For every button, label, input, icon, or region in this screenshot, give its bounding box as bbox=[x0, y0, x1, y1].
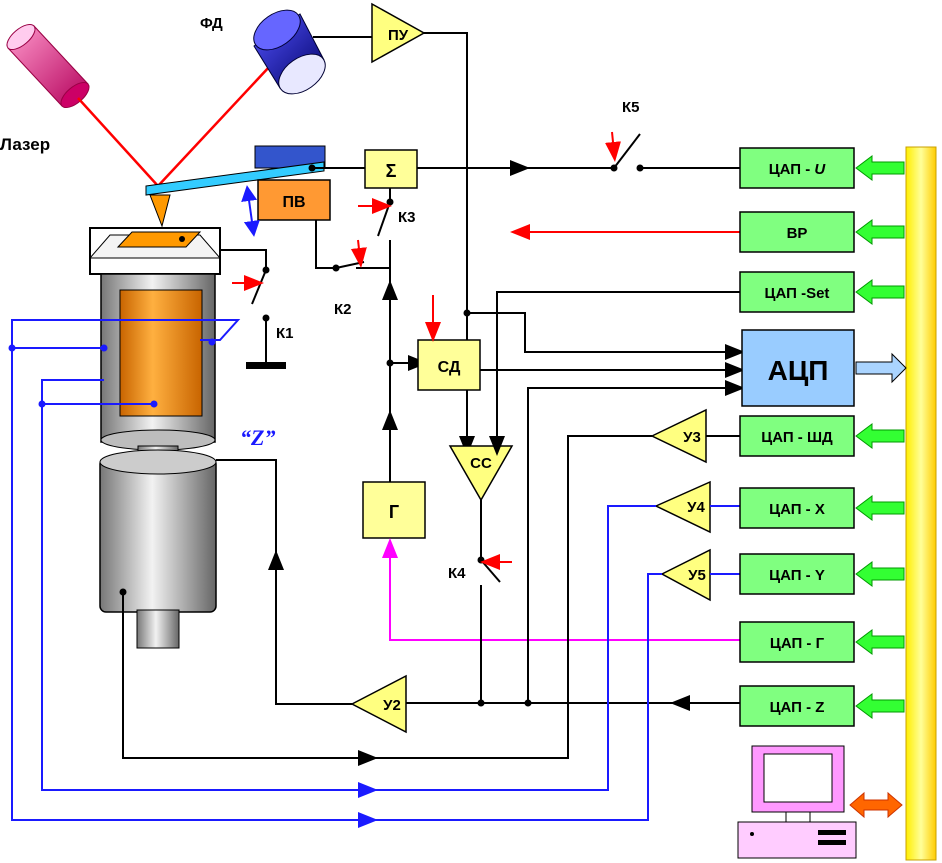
sum-label: Σ bbox=[386, 161, 397, 181]
sum-block bbox=[364, 149, 418, 189]
u2-label: У2 bbox=[383, 697, 401, 714]
dac-label-dac-x: ЦАП - X bbox=[769, 501, 825, 518]
dac-label-dac-set: ЦАП -Set bbox=[765, 285, 830, 302]
dac-box-dac-x: ЦАП - X bbox=[739, 487, 905, 529]
dac-box-dac-u: ЦАП - U bbox=[739, 147, 905, 189]
laser-label: Лазер bbox=[0, 135, 50, 154]
photodetector-label: ФД bbox=[200, 15, 223, 32]
k1-label: К1 bbox=[276, 325, 294, 342]
photodetector-icon bbox=[253, 9, 326, 95]
bus-arrow-dac-x bbox=[855, 495, 905, 521]
k2-label: К2 bbox=[334, 301, 352, 318]
bus-arrow-dac-u bbox=[855, 155, 905, 181]
u4-label: У4 bbox=[687, 499, 705, 516]
computer-bus-double-arrow bbox=[849, 791, 903, 819]
generator-label: Г bbox=[389, 502, 399, 522]
dac-box-dac-set: ЦАП -Set bbox=[739, 271, 905, 313]
ss-label: СС bbox=[470, 455, 492, 472]
pv-label: ПВ bbox=[282, 194, 305, 211]
dac-box-vr: ВР bbox=[739, 211, 905, 253]
z-motor-body bbox=[99, 457, 217, 613]
dac-box-dac-z: ЦАП - Z bbox=[739, 685, 905, 727]
dac-box-dac-y: ЦАП - Y bbox=[739, 553, 905, 595]
adc-bus-arrow bbox=[855, 352, 907, 384]
adc-block bbox=[741, 329, 855, 407]
sample bbox=[116, 231, 202, 248]
computer-bus bbox=[905, 146, 937, 861]
sd-block bbox=[417, 339, 481, 391]
dac-label-dac-z: ЦАП - Z bbox=[770, 699, 825, 716]
bus-arrow-dac-g bbox=[855, 629, 905, 655]
laser-beam bbox=[77, 65, 271, 188]
generator-block bbox=[362, 481, 426, 539]
k4-label: К4 bbox=[448, 565, 466, 582]
laser-icon bbox=[6, 23, 90, 109]
k5-label: К5 bbox=[622, 99, 640, 116]
u3-label: У3 bbox=[683, 429, 701, 446]
probe-tip bbox=[149, 194, 171, 228]
bus-arrow-dac-z bbox=[855, 693, 905, 719]
dac-label-dac-y: ЦАП - Y bbox=[769, 567, 825, 584]
dac-label-dac-u: ЦАП - U bbox=[769, 161, 827, 178]
dac-box-dac-shd: ЦАП - ШД bbox=[739, 415, 905, 457]
dac-label-vr: ВР bbox=[787, 225, 808, 242]
z-axis-label: “Z” bbox=[240, 425, 275, 450]
k3-label: К3 bbox=[398, 209, 416, 226]
dac-label-dac-shd: ЦАП - ШД bbox=[761, 429, 833, 446]
computer-icon bbox=[737, 745, 857, 859]
bus-arrow-dac-shd bbox=[855, 423, 905, 449]
adc-label: АЦП bbox=[768, 355, 829, 386]
bus-arrow-dac-set bbox=[855, 279, 905, 305]
preamp-label: ПУ bbox=[388, 27, 409, 44]
sd-label: СД bbox=[438, 359, 461, 376]
u5-label: У5 bbox=[688, 567, 706, 584]
dac-label-dac-g: ЦАП - Г bbox=[770, 635, 825, 652]
bus-arrow-vr bbox=[855, 219, 905, 245]
ss-triangle bbox=[448, 445, 514, 502]
pv-block bbox=[257, 179, 331, 221]
preamp-triangle bbox=[371, 2, 426, 64]
z-motor-shaft bbox=[136, 609, 180, 649]
cantilever bbox=[145, 161, 325, 196]
dac-box-dac-g: ЦАП - Г bbox=[739, 621, 905, 663]
bus-arrow-dac-y bbox=[855, 561, 905, 587]
piezo-tube bbox=[119, 289, 203, 417]
oscillation-arrow bbox=[241, 185, 260, 237]
ground-symbol bbox=[246, 362, 286, 369]
